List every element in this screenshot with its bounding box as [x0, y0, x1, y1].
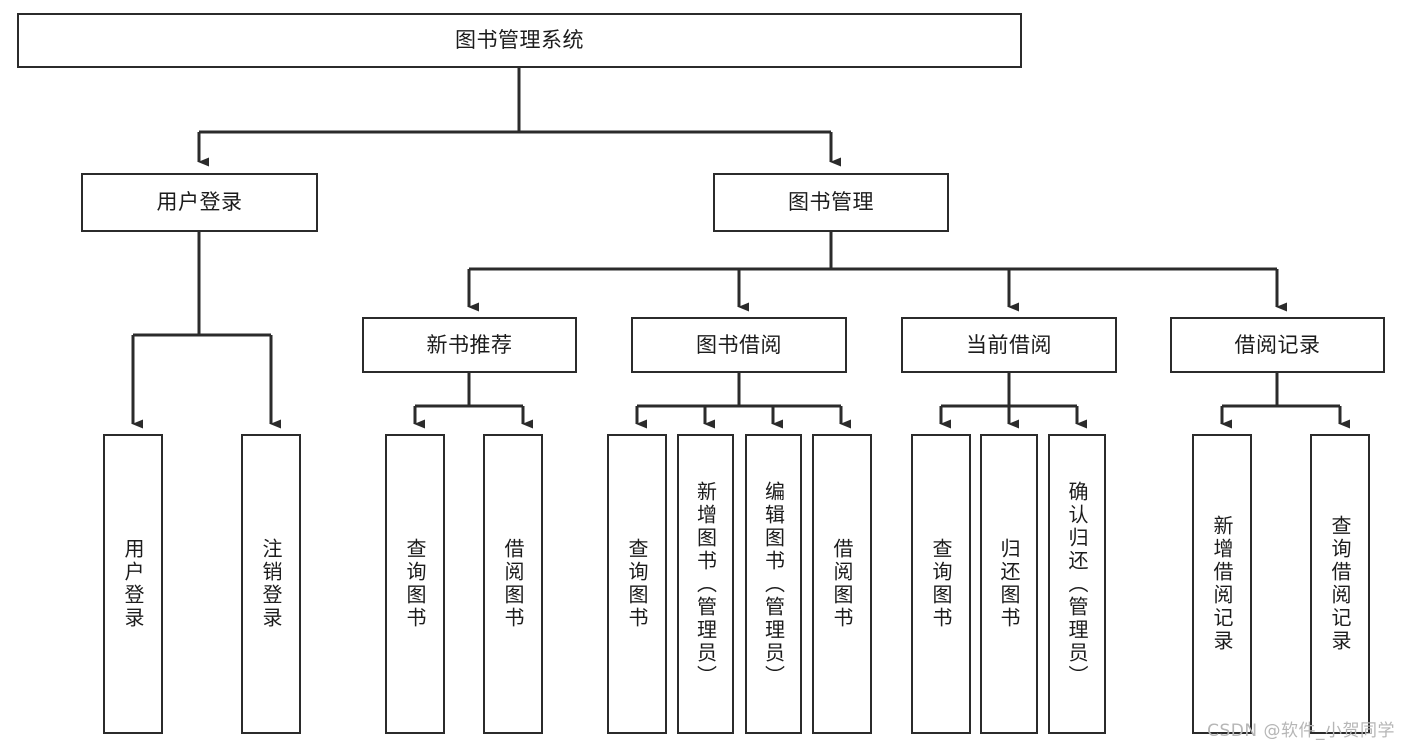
leaf-query-book-current-label: 查询图书: [929, 538, 953, 630]
leaf-user-login[interactable]: 用户登录: [103, 434, 163, 734]
leaf-borrow-book-recommend-label: 借阅图书: [501, 538, 525, 630]
leaf-user-login-label: 用户登录: [121, 538, 145, 630]
node-current-borrow[interactable]: 当前借阅: [901, 317, 1117, 373]
leaf-query-borrow-record[interactable]: 查询借阅记录: [1310, 434, 1370, 734]
node-current-borrow-label: 当前借阅: [966, 332, 1052, 357]
node-book-management[interactable]: 图书管理: [713, 173, 949, 232]
leaf-query-book-recommend-label: 查询图书: [403, 538, 427, 630]
node-user-login-label: 用户登录: [156, 190, 243, 215]
csdn-watermark: CSDN @软件_小贺同学: [1207, 721, 1395, 741]
leaf-borrow-book-recommend[interactable]: 借阅图书: [483, 434, 543, 734]
leaf-add-book-admin-label: 新增图书（管理员）: [693, 480, 718, 688]
node-book-borrow[interactable]: 图书借阅: [631, 317, 847, 373]
leaf-edit-book-admin-label: 编辑图书（管理员）: [761, 480, 786, 688]
leaf-return-book-label: 归还图书: [997, 538, 1021, 630]
leaf-return-book[interactable]: 归还图书: [980, 434, 1038, 734]
leaf-add-borrow-record[interactable]: 新增借阅记录: [1192, 434, 1252, 734]
leaf-logout-label: 注销登录: [259, 538, 283, 630]
leaf-query-book-current[interactable]: 查询图书: [911, 434, 971, 734]
node-book-management-label: 图书管理: [788, 190, 874, 215]
node-book-borrow-label: 图书借阅: [696, 332, 782, 357]
leaf-logout[interactable]: 注销登录: [241, 434, 301, 734]
node-borrow-record[interactable]: 借阅记录: [1170, 317, 1385, 373]
node-new-book-recommend[interactable]: 新书推荐: [362, 317, 577, 373]
leaf-edit-book-admin[interactable]: 编辑图书（管理员）: [745, 434, 802, 734]
node-new-book-recommend-label: 新书推荐: [426, 332, 513, 357]
leaf-add-book-admin[interactable]: 新增图书（管理员）: [677, 434, 734, 734]
node-user-login[interactable]: 用户登录: [81, 173, 318, 232]
leaf-add-borrow-record-label: 新增借阅记录: [1210, 515, 1234, 653]
leaf-query-book-borrow-label: 查询图书: [625, 538, 649, 630]
leaf-query-borrow-record-label: 查询借阅记录: [1328, 515, 1352, 653]
leaf-borrow-book[interactable]: 借阅图书: [812, 434, 872, 734]
leaf-query-book-borrow[interactable]: 查询图书: [607, 434, 667, 734]
leaf-confirm-return-admin-label: 确认归还（管理员）: [1065, 480, 1089, 688]
leaf-confirm-return-admin[interactable]: 确认归还（管理员）: [1048, 434, 1106, 734]
node-root[interactable]: 图书管理系统: [17, 13, 1022, 68]
leaf-borrow-book-label: 借阅图书: [830, 538, 854, 630]
node-borrow-record-label: 借阅记录: [1234, 332, 1321, 357]
node-root-label: 图书管理系统: [455, 28, 584, 53]
leaf-query-book-recommend[interactable]: 查询图书: [385, 434, 445, 734]
